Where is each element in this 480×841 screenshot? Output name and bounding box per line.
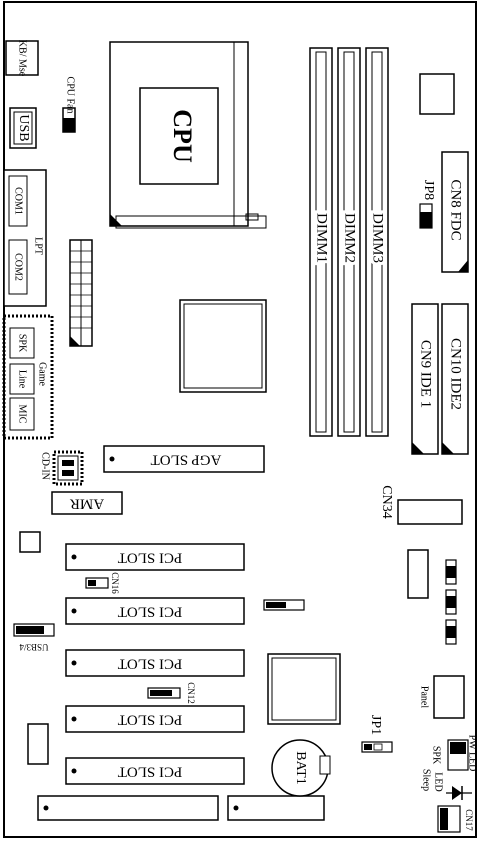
pci-slot-2-label: PCI SLOT: [118, 604, 183, 620]
agp-slot: AGP SLOT: [103, 445, 265, 473]
panel-spk-label: SPK: [431, 746, 442, 765]
pci-slot-4: PCI SLOT: [65, 705, 245, 733]
pci-slot-3: PCI SLOT: [65, 649, 245, 677]
panel-connector: Panel: [419, 675, 465, 719]
cd-in-label: CD-IN: [40, 452, 51, 480]
top-right-chip: [419, 73, 455, 115]
spk-pwled-header: SPK PW LED: [431, 735, 478, 772]
right-jumper-3: [445, 619, 457, 645]
pci-slot-5-label: PCI SLOT: [118, 764, 183, 780]
right-jumper-1: [445, 559, 457, 585]
usb34-header: USB3/4: [13, 623, 55, 652]
cn12-header: CN12: [147, 682, 196, 704]
tall-connector-left: [27, 723, 49, 765]
panel-label: Panel: [419, 686, 430, 708]
dimm-slot-3: DIMM3: [365, 47, 389, 437]
usb-connector: USB: [9, 107, 37, 149]
cn8-fdc-connector: CN8 FDC: [441, 151, 469, 273]
small-chip: [19, 531, 41, 553]
usb34-label: USB3/4: [19, 642, 49, 652]
atx-power-connector: [69, 239, 93, 347]
cpu-socket: CPU: [109, 41, 267, 229]
pci-slot-1: PCI SLOT: [65, 543, 245, 571]
cn16-label: CN16: [110, 572, 120, 594]
jp1-jumper: JP1: [361, 715, 393, 753]
sleep-label: Sleep: [421, 769, 432, 791]
dimm-slot-1: DIMM1: [309, 47, 333, 437]
pci-slot-4-label: PCI SLOT: [118, 712, 183, 728]
dimm3-label: DIMM3: [370, 213, 386, 263]
pw-led-label: PW LED: [467, 735, 478, 772]
line-label: Line: [17, 370, 28, 389]
right-jumper-2: [445, 589, 457, 615]
cn8-fdc-label: CN8 FDC: [448, 179, 464, 240]
amr-slot: AMR: [51, 491, 123, 515]
cn34-connector: CN34: [379, 485, 463, 525]
audio-connector-block: SPK Line MIC Game: [2, 314, 54, 440]
jumper-header-mid: [263, 599, 305, 611]
agp-slot-label: AGP SLOT: [151, 452, 222, 468]
bat1-label: BAT1: [293, 751, 308, 784]
cpu-fan-label: CPU Fan: [65, 77, 76, 114]
com-lpt-block: COM1 COM2 LPT: [3, 169, 47, 307]
game-label: Game: [37, 362, 48, 386]
south-bridge-chip: [267, 653, 341, 725]
pci-slot-3-label: PCI SLOT: [118, 656, 183, 672]
bottom-slot-right: [227, 795, 325, 821]
amr-label: AMR: [70, 496, 104, 512]
north-bridge-chip: [179, 299, 267, 393]
sleep-led-diode-icon: Sleep LED: [421, 769, 472, 800]
pci-slot-1-label: PCI SLOT: [118, 550, 183, 566]
dimm-slot-2: DIMM2: [337, 47, 361, 437]
kb-mse-connector: KB/ Mse: [5, 40, 39, 77]
kb-mse-label: KB/ Mse: [17, 40, 28, 77]
cn9-ide1-label: CN9 IDE 1: [418, 340, 434, 408]
bat1-battery: BAT1: [271, 739, 331, 797]
cn34-label: CN34: [379, 485, 394, 518]
cn10-ide2-connector: CN10 IDE2: [441, 303, 469, 455]
right-vertical-connector: [407, 549, 429, 599]
jp8-label: JP8: [421, 180, 436, 200]
led-label: LED: [433, 772, 444, 791]
bottom-slot-left: [37, 795, 219, 821]
cn17-header: CN17: [437, 805, 474, 833]
lpt-label: LPT: [33, 237, 44, 255]
dimm1-label: DIMM1: [314, 213, 330, 263]
cn9-ide1-connector: CN9 IDE 1: [411, 303, 439, 455]
mic-label: MIC: [17, 405, 28, 424]
cn17-label: CN17: [464, 809, 474, 831]
cn12-label: CN12: [186, 682, 196, 704]
audio-spk-label: SPK: [17, 334, 28, 353]
pci-slot-2: PCI SLOT: [65, 597, 245, 625]
dimm2-label: DIMM2: [342, 213, 358, 263]
cd-in-header: CD-IN: [40, 450, 84, 486]
cn16-header: CN16: [85, 572, 120, 594]
com2-label: COM2: [13, 253, 24, 281]
usb-label: USB: [16, 114, 31, 141]
cpu-label: CPU: [168, 109, 197, 163]
cn10-ide2-label: CN10 IDE2: [448, 338, 464, 410]
pci-slot-5: PCI SLOT: [65, 757, 245, 785]
jp1-label: JP1: [368, 715, 383, 735]
com1-label: COM1: [13, 187, 24, 215]
cpu-fan-header: CPU Fan: [62, 77, 76, 133]
jp8-jumper: JP8: [419, 180, 436, 229]
